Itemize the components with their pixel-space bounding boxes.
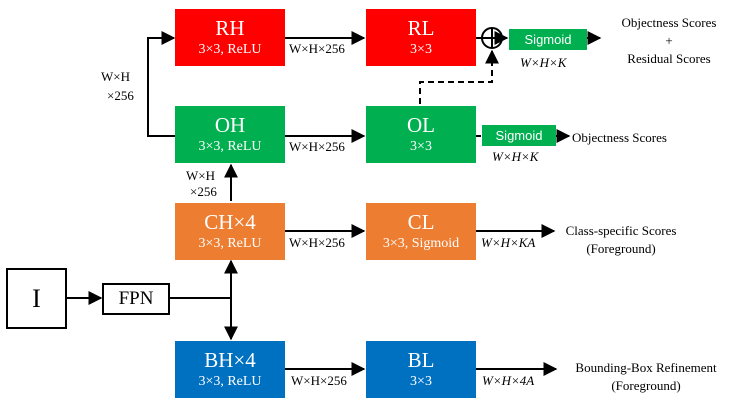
dim-bl-out: W×H×4A	[482, 373, 535, 388]
rl-title: RL	[407, 15, 435, 40]
output-top-line2: Residual Scores	[627, 51, 711, 67]
sigmoid-top-label: Sigmoid	[524, 32, 572, 47]
bl-subtitle: 3×3	[410, 373, 432, 389]
dim-cl-out: W×H×KA	[481, 235, 536, 250]
oh-subtitle: 3×3, ReLU	[198, 138, 262, 154]
input-box: I	[6, 268, 67, 329]
dashed-line-ol-to-plus	[419, 49, 499, 104]
dim-oh-ol: W×H×256	[289, 139, 345, 154]
output-mid: Objectness Scores	[572, 130, 667, 145]
output-bbox: Bounding-Box Refinement (Foreground)	[559, 359, 733, 395]
oh-title: OH	[214, 112, 246, 137]
fpn-box: FPN	[102, 283, 170, 315]
output-bbox-line2: (Foreground)	[611, 378, 681, 394]
bh-subtitle: 3×3, ReLU	[198, 373, 262, 389]
output-top: Objectness Scores + Residual Scores	[605, 14, 733, 69]
bl-title: BL	[407, 347, 435, 372]
cl-title: CL	[407, 209, 435, 234]
output-class-line1: Class-specific Scores	[565, 223, 677, 238]
bh-title: BH×4	[204, 347, 256, 372]
dim-ch-oh-b: ×256	[190, 184, 217, 199]
rl-node: RL 3×3	[366, 9, 476, 66]
sigmoid-mid-label: Sigmoid	[495, 128, 543, 143]
output-top-line1: Objectness Scores	[621, 15, 717, 30]
bl-node: BL 3×3	[366, 341, 476, 398]
ol-node: OL 3×3	[366, 106, 476, 163]
output-bbox-line1: Bounding-Box Refinement	[575, 360, 717, 375]
dim-bh-bl: W×H×256	[291, 373, 347, 388]
sigmoid-top-box: Sigmoid	[509, 29, 587, 50]
oh-node: OH 3×3, ReLU	[175, 106, 285, 163]
cl-node: CL 3×3, Sigmoid	[366, 203, 476, 260]
input-label: I	[32, 283, 41, 313]
dim-sigmoid-top: W×H×K	[520, 55, 567, 70]
arrow-oh-branch-to-rh	[147, 31, 176, 137]
dim-split-top-b: ×256	[107, 88, 134, 103]
dim-ch-oh-a: W×H	[186, 168, 215, 183]
output-class-line2: (Foreground)	[586, 241, 656, 257]
cl-subtitle: 3×3, Sigmoid	[382, 235, 460, 251]
ol-title: OL	[407, 112, 435, 137]
output-class: Class-specific Scores (Foreground)	[556, 222, 686, 258]
fpn-label: FPN	[118, 288, 154, 309]
dim-sigmoid-mid: W×H×K	[492, 149, 539, 164]
ch-title: CH×4	[204, 209, 256, 234]
ol-subtitle: 3×3	[410, 138, 432, 154]
dim-split-top-a: W×H	[101, 69, 130, 84]
output-top-plus: +	[665, 33, 673, 49]
dim-rh-rl: W×H×256	[289, 41, 345, 56]
rh-node: RH 3×3, ReLU	[175, 9, 285, 66]
dim-ch-cl: W×H×256	[289, 235, 345, 250]
bh-node: BH×4 3×3, ReLU	[175, 341, 285, 398]
rl-subtitle: 3×3	[410, 41, 432, 57]
sigmoid-mid-box: Sigmoid	[482, 125, 556, 146]
ch-node: CH×4 3×3, ReLU	[175, 203, 285, 260]
rh-subtitle: 3×3, ReLU	[198, 41, 262, 57]
rh-title: RH	[215, 15, 245, 40]
ch-subtitle: 3×3, ReLU	[198, 235, 262, 251]
